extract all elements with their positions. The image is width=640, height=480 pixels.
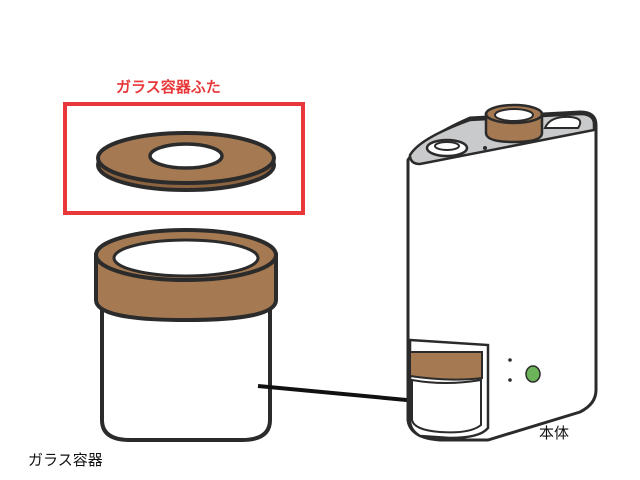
glass-container [94,228,278,442]
jar-label: ガラス容器 [28,451,103,469]
leader-line [257,384,429,404]
glass-container-lid [96,131,276,192]
body-label: 本体 [539,424,570,442]
lid-highlight-box [63,102,305,215]
power-button [525,365,541,383]
lid-label: ガラス容器ふた [116,78,221,96]
main-body [406,103,598,442]
